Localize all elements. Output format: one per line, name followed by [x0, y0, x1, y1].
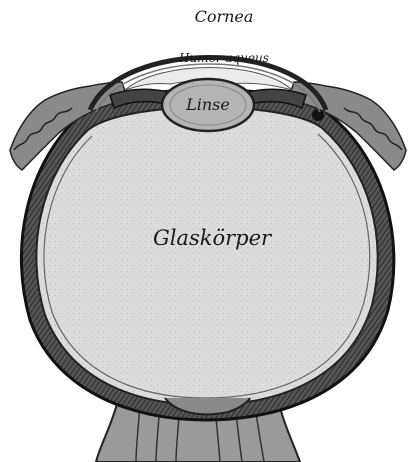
label-vitreous-body: Glaskörper	[153, 226, 273, 250]
ciliary-dot-icon	[312, 109, 324, 121]
label-cornea: Cornea	[195, 7, 254, 26]
vitreous-body	[36, 107, 377, 405]
label-lens: Linse	[185, 95, 230, 114]
label-humor-aqueus: Humor aqueus	[178, 51, 269, 65]
